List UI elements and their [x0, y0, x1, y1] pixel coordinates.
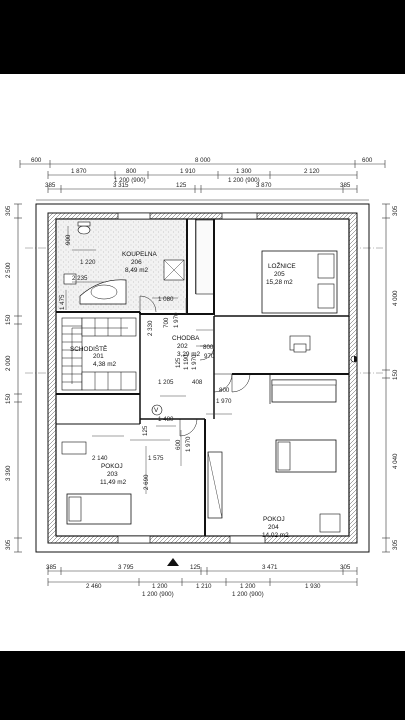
dim-left-2500: 2 500 — [5, 262, 12, 278]
dim-bottom-3795: 3 795 — [118, 564, 134, 571]
dim-bottom-305: 305 — [340, 564, 351, 571]
dim-125-b: 125 — [175, 357, 182, 368]
dim-top-1870: 1 870 — [71, 168, 87, 175]
room-name-chodba: CHODBA — [172, 335, 200, 342]
windows — [117, 212, 266, 544]
room-number-203: 203 — [107, 471, 118, 478]
room-loznice-205 — [213, 219, 358, 363]
room-area-204: 14,02 m2 — [262, 532, 289, 539]
dim-125-inner: 125 — [142, 425, 149, 436]
room-schodiste-201 — [56, 314, 141, 395]
room-name-schodiste: SCHODIŠTĚ — [70, 344, 107, 353]
room-name-pokoj-204: POKOJ — [263, 516, 285, 523]
dim-right-4040: 4 040 — [392, 453, 399, 469]
dim-top-3870: 3 870 — [256, 182, 272, 189]
dim-right-150: 150 — [392, 369, 399, 380]
room-pokoj-204 — [231, 373, 341, 533]
dim-1220: 1 220 — [80, 259, 96, 266]
dim-800-b: 800 — [219, 387, 230, 394]
dim-top-1200-900-a: 1 200 (900) — [114, 177, 146, 184]
dim-bottom-125: 125 — [190, 564, 201, 571]
dim-top-600-left: 600 — [31, 157, 42, 164]
dim-700: 700 — [163, 317, 170, 328]
room-koupelna-206 — [56, 219, 215, 315]
dim-bottom-1200-b: 1 200 — [240, 583, 256, 590]
dim-bottom-2460: 2 460 — [86, 583, 102, 590]
dim-bottom-385: 385 — [46, 564, 57, 571]
dim-1575: 1 575 — [148, 455, 164, 462]
room-chodba-202 — [139, 316, 349, 424]
room-name-loznice: LOŽNICE — [268, 261, 296, 270]
dim-900: 900 — [65, 234, 72, 245]
dim-2690: 2 690 — [143, 474, 150, 490]
side-dimension-lines — [14, 203, 390, 553]
room-area-205: 15,28 m2 — [266, 279, 293, 286]
dim-top-600-right: 600 — [362, 157, 373, 164]
dim-600: 600 — [175, 439, 182, 450]
dim-top-800: 800 — [126, 168, 137, 175]
room-number-206: 206 — [131, 259, 142, 266]
dim-bottom-1200-900-a: 1 200 (900) — [142, 591, 174, 598]
dim-right-305-top: 305 — [392, 205, 399, 216]
dim-top-8000: 8 000 — [195, 157, 211, 164]
dim-bottom-1200-a: 1 200 — [152, 583, 168, 590]
dim-970: 970 — [204, 353, 215, 360]
floor-plan-drawing: 600 8 000 600 1 870 800 1 910 1 300 2 12… — [5, 157, 399, 598]
floor-plan-sheet: 600 8 000 600 1 870 800 1 910 1 300 2 12… — [0, 74, 405, 651]
dim-top-385-right: 385 — [340, 182, 351, 189]
dim-top-1200-900-b: 1 200 (900) — [228, 177, 260, 184]
room-name-koupelna: KOUPELNA — [122, 251, 158, 258]
room-area-202: 3,29 m2 — [177, 351, 201, 358]
bottom-dimension-chains — [47, 567, 358, 586]
room-pokoj-203 — [56, 418, 223, 536]
room-name-pokoj-203: POKOJ — [101, 463, 123, 470]
dim-left-305-bottom: 305 — [5, 539, 12, 550]
room-area-206: 8,49 m2 — [125, 267, 149, 274]
dim-bottom-1210: 1 210 — [196, 583, 212, 590]
dim-1205: 1 205 — [158, 379, 174, 386]
marker-v: V — [154, 407, 159, 414]
dim-2235: 2 235 — [72, 275, 88, 282]
dim-bottom-3471: 3 471 — [262, 564, 278, 571]
dim-left-2000: 2 000 — [5, 355, 12, 371]
entrance-arrow-icon — [167, 558, 179, 566]
dim-bottom-1930: 1 930 — [305, 583, 321, 590]
dim-top-1300: 1 300 — [236, 168, 252, 175]
dim-1970-c: 1 970 — [185, 436, 192, 452]
dim-top-2120: 2 120 — [304, 168, 320, 175]
dim-left-150-b: 150 — [5, 393, 12, 404]
dim-top-3315: 3 315 — [113, 182, 129, 189]
dim-top-125: 125 — [176, 182, 187, 189]
room-number-201: 201 — [93, 353, 104, 360]
dim-800-a: 800 — [203, 344, 214, 351]
dim-1080: 1 080 — [158, 296, 174, 303]
inner-dimension-ticks — [65, 226, 232, 494]
dim-2140: 2 140 — [92, 455, 108, 462]
room-number-204: 204 — [268, 524, 279, 531]
dim-408: 408 — [192, 379, 203, 386]
dim-1970-d: 1 970 — [191, 354, 198, 370]
room-area-203: 11,49 m2 — [100, 479, 127, 486]
dim-top-1910: 1 910 — [180, 168, 196, 175]
dim-1475: 1 475 — [59, 294, 66, 310]
room-number-205: 205 — [274, 271, 285, 278]
dim-left-305-top: 305 — [5, 205, 12, 216]
dim-left-3390: 3 390 — [5, 465, 12, 481]
dim-right-305-bottom: 305 — [392, 539, 399, 550]
dim-top-385-left: 385 — [45, 182, 56, 189]
dim-1190: 1 190 — [183, 354, 190, 370]
room-area-201: 4,38 m2 — [93, 361, 117, 368]
dim-1970-a: 1 970 — [173, 312, 180, 328]
top-dimension-chains — [19, 160, 386, 193]
dim-bottom-1200-900-b: 1 200 (900) — [232, 591, 264, 598]
dim-right-4000: 4 000 — [392, 290, 399, 306]
room-number-202: 202 — [177, 343, 188, 350]
dim-left-150-a: 150 — [5, 314, 12, 325]
dim-1480: 1 480 — [158, 416, 174, 423]
dim-1970-b: 1 970 — [216, 398, 232, 405]
dim-2330: 2 330 — [147, 320, 154, 336]
